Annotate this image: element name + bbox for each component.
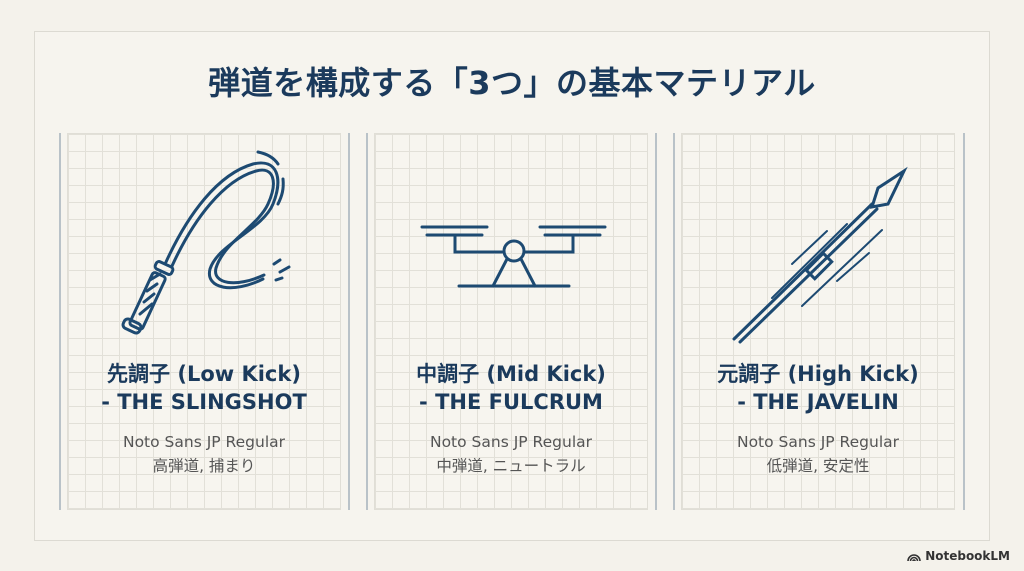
card-divider — [963, 133, 965, 510]
card-divider — [655, 133, 657, 510]
card-divider — [348, 133, 350, 510]
card-title: 中調子 (Mid Kick) - THE FULCRUM — [416, 362, 606, 414]
card-divider — [673, 133, 675, 510]
brand-label: NotebookLM — [925, 549, 1010, 563]
card-subtitle: Noto Sans JP Regular 中弾道, ニュートラル — [429, 433, 593, 475]
javelin-icon — [732, 166, 908, 344]
brand-watermark: NotebookLM — [907, 549, 1010, 563]
whip-icon — [121, 150, 291, 335]
card-title: 元調子 (High Kick) - THE JAVELIN — [717, 362, 919, 414]
card-divider — [59, 133, 61, 510]
page-title: 弾道を構成する「3つ」の基本マテリアル — [208, 64, 816, 102]
card-subtitle: Noto Sans JP Regular 低弾道, 安定性 — [736, 433, 900, 475]
notebooklm-logo-icon — [907, 554, 921, 561]
card-subtitle: Noto Sans JP Regular 高弾道, 捕まり — [122, 433, 286, 475]
card-title: 先調子 (Low Kick) - THE SLINGSHOT — [101, 362, 307, 414]
card-mid-kick: 中調子 (Mid Kick) - THE FULCRUM Noto Sans J… — [374, 133, 648, 510]
card-low-kick: 先調子 (Low Kick) - THE SLINGSHOT Noto Sans… — [67, 133, 341, 510]
card-divider — [366, 133, 368, 510]
seesaw-balance-icon — [420, 225, 607, 288]
card-high-kick: 元調子 (High Kick) - THE JAVELIN Noto Sans … — [681, 133, 955, 510]
